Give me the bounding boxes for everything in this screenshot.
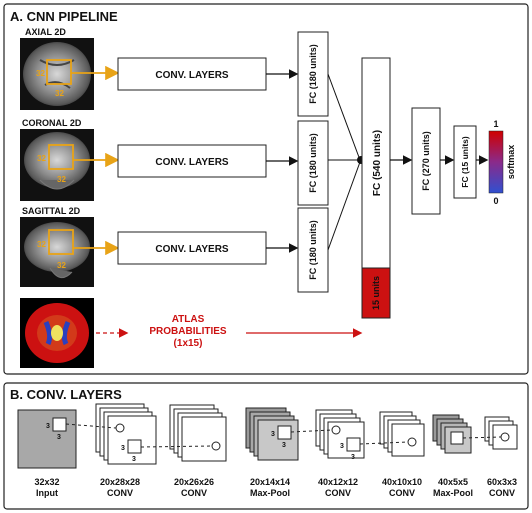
axial-fc-box <box>297 31 329 117</box>
conv1-kernel-w: 3 <box>121 445 125 452</box>
coronal-label: CORONAL 2D <box>22 118 82 128</box>
pool1-kernel <box>277 425 292 440</box>
input-kernel-w: 3 <box>46 423 50 430</box>
layer-5-size: 40x10x10 <box>382 477 422 487</box>
conv3-kernel-h: 3 <box>351 454 355 461</box>
axial-fc-label: FC (180 units) <box>308 44 318 104</box>
softmax-min: 0 <box>493 196 498 206</box>
fc-15-label: FC (15 units) <box>460 136 470 188</box>
layer-7-type: CONV <box>489 488 515 498</box>
atlas-units-box <box>361 267 391 319</box>
coronal-fc-box <box>297 120 329 206</box>
sagittal-patch-w: 32 <box>37 240 46 249</box>
layer-captions: 32x32 Input 20x28x28 CONV 20x26x26 CONV … <box>34 477 517 498</box>
fc-540-label: FC (540 units) <box>372 130 383 196</box>
input-kernel <box>52 417 67 432</box>
layer-3-size: 20x14x14 <box>250 477 290 487</box>
axial-label: AXIAL 2D <box>25 27 66 37</box>
sagittal-conv-label: CONV. LAYERS <box>155 244 229 255</box>
layer-7-size: 60x3x3 <box>487 477 517 487</box>
layer-3-type: Max-Pool <box>250 488 290 498</box>
sagittal-label: SAGITTAL 2D <box>22 206 81 216</box>
pool1-kernel-h: 3 <box>282 442 286 449</box>
conv1-kernel <box>127 439 142 454</box>
conv1-stack <box>107 415 157 465</box>
conv1-kernel-h: 3 <box>132 456 136 463</box>
pool2-kernel <box>450 431 464 445</box>
layer-0-type: Input <box>36 488 58 498</box>
layer-1-size: 20x28x28 <box>100 477 140 487</box>
fc-270-box <box>411 107 441 215</box>
softmax-label: softmax <box>506 145 516 180</box>
axial-conv-box <box>117 57 267 91</box>
fc-15-box <box>453 125 477 199</box>
coronal-fc-label: FC (180 units) <box>308 133 318 193</box>
axial-patch-w: 32 <box>36 69 45 78</box>
sagittal-patch-h: 32 <box>57 261 66 270</box>
kernel-connectors <box>65 423 502 448</box>
axial-view: AXIAL 2D 32 32 CONV. LAYERS FC (180 unit… <box>20 27 329 117</box>
atlas-view: ATLAS PROBABILITIES (1x15) 15 units <box>20 267 391 368</box>
sagittal-conv-box <box>117 231 267 265</box>
sagittal-view: SAGITTAL 2D 32 32 CONV. LAYERS FC (180 u… <box>20 206 329 293</box>
atlas-line3: (1x15) <box>174 338 203 349</box>
input-kernel-h: 3 <box>57 434 61 441</box>
merge-line-3 <box>327 161 361 251</box>
conv3-kernel-w: 3 <box>340 443 344 450</box>
layer-4-size: 40x12x12 <box>318 477 358 487</box>
axial-conv-label: CONV. LAYERS <box>155 70 229 81</box>
axial-patch <box>46 59 72 85</box>
panel-a-title: A. CNN PIPELINE <box>10 9 118 24</box>
atlas-line1: ATLAS <box>172 314 205 325</box>
layer-4-type: CONV <box>325 488 351 498</box>
coronal-conv-box <box>117 144 267 178</box>
panel-b-title: B. CONV. LAYERS <box>10 387 122 402</box>
sagittal-fc-label: FC (180 units) <box>308 220 318 280</box>
pool1-kernel-w: 3 <box>271 431 275 438</box>
coronal-patch <box>48 144 74 170</box>
coronal-view: CORONAL 2D 32 32 CONV. LAYERS FC (180 un… <box>20 118 329 206</box>
conv3-kernel <box>346 437 361 452</box>
panel-a-frame <box>3 3 529 375</box>
layer-6-type: Max-Pool <box>433 488 473 498</box>
softmax-max: 1 <box>493 119 498 129</box>
coronal-patch-h: 32 <box>57 175 66 184</box>
layer-0-size: 32x32 <box>34 477 59 487</box>
layer-5-type: CONV <box>389 488 415 498</box>
layer-2-size: 20x26x26 <box>174 477 214 487</box>
layer-6-size: 40x5x5 <box>438 477 468 487</box>
coronal-patch-w: 32 <box>37 154 46 163</box>
panel-b-frame <box>3 382 529 510</box>
fc-540-box <box>361 57 391 269</box>
fc-270-label: FC (270 units) <box>421 131 431 191</box>
atlas-units-label: 15 units <box>371 276 381 310</box>
coronal-conv-label: CONV. LAYERS <box>155 157 229 168</box>
conv2-stack <box>181 416 227 462</box>
layer-2-type: CONV <box>181 488 207 498</box>
input-square <box>17 409 77 469</box>
layer-1-type: CONV <box>107 488 133 498</box>
merge-line-1 <box>327 73 361 161</box>
softmax-bar <box>488 130 504 194</box>
atlas-line2: PROBABILITIES <box>149 326 227 337</box>
axial-patch-h: 32 <box>55 89 64 98</box>
sagittal-patch <box>48 229 74 255</box>
